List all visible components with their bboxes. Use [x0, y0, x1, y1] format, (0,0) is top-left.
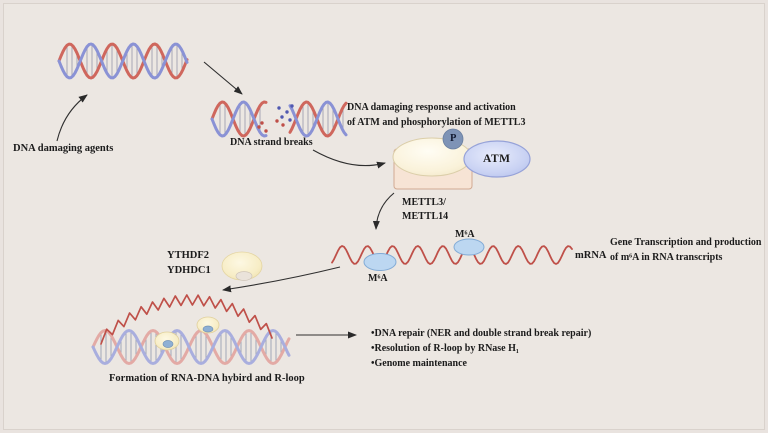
arrow-mettl-to-mrna: [372, 192, 395, 230]
label-reader-proteins: YTHDF2 YDHDC1: [167, 248, 211, 278]
reader-line-1: YTHDF2: [167, 250, 209, 261]
rloop-reader-blob-1: [154, 331, 180, 351]
label-mrna: mRNA: [575, 250, 607, 261]
arrow-breaks-to-mettl: [312, 149, 386, 169]
mettl-line-1: METTL3/: [402, 197, 446, 208]
arrow-agents-to-helix: [56, 94, 88, 142]
ddr-line-1: DNA damaging response and activation: [347, 102, 516, 113]
label-m6a-1: M⁶A: [368, 273, 388, 284]
mrna-wave: [331, 245, 573, 265]
label-atm: ATM: [483, 153, 511, 165]
gene-line-2: of m⁶A in RNA transcripts: [610, 252, 723, 263]
label-ddr-activation: DNA damaging response and activation of …: [347, 100, 525, 130]
m6a-mark-ellipse-1: [363, 253, 397, 271]
flow-arrows: [56, 61, 395, 339]
ddr-line-2: of ATM and phosphorylation of METTL3: [347, 117, 526, 128]
label-dna-strand-breaks: DNA strand breaks: [230, 137, 313, 148]
arrow-helix-to-breaks: [203, 61, 243, 95]
bullet-genome-maintenance: •Genome maintenance: [371, 358, 467, 369]
rloop-reader-blob-2: [196, 316, 220, 334]
arrow-mrna-to-rloop: [222, 266, 341, 293]
dna-helix-intact: [57, 42, 189, 80]
label-phosphate: P: [450, 133, 457, 144]
dna-helix-broken: [210, 100, 348, 138]
m6a-mark-ellipse-2: [453, 238, 485, 256]
gene-line-1: Gene Transcription and production: [610, 237, 762, 248]
r-loop-structure: [91, 294, 291, 365]
label-dna-damaging-agents: DNA damaging agents: [13, 143, 114, 154]
mettl-line-2: METTL14: [402, 211, 449, 222]
label-gene-transcription: Gene Transcription and production of m⁶A…: [610, 235, 761, 265]
bullet-rloop-resolution: •Resolution of R-loop by RNase H₁: [371, 343, 519, 354]
reader-line-2: YDHDC1: [167, 265, 211, 276]
strand-break-debris-dots: [257, 104, 294, 133]
label-rloop-formation: Formation of RNA-DNA hybird and R-loop: [109, 373, 305, 384]
outcome-bullet-list: •DNA repair (NER and double strand break…: [371, 326, 591, 371]
phosphate-circle: [442, 128, 464, 150]
reader-protein-blob: [221, 251, 263, 281]
atm-ellipse: [463, 140, 531, 178]
label-m6a-2: M⁶A: [455, 229, 475, 240]
bullet-dna-repair: •DNA repair (NER and double strand break…: [371, 328, 592, 339]
label-mettl-complex: METTL3/ METTL14: [402, 196, 448, 224]
